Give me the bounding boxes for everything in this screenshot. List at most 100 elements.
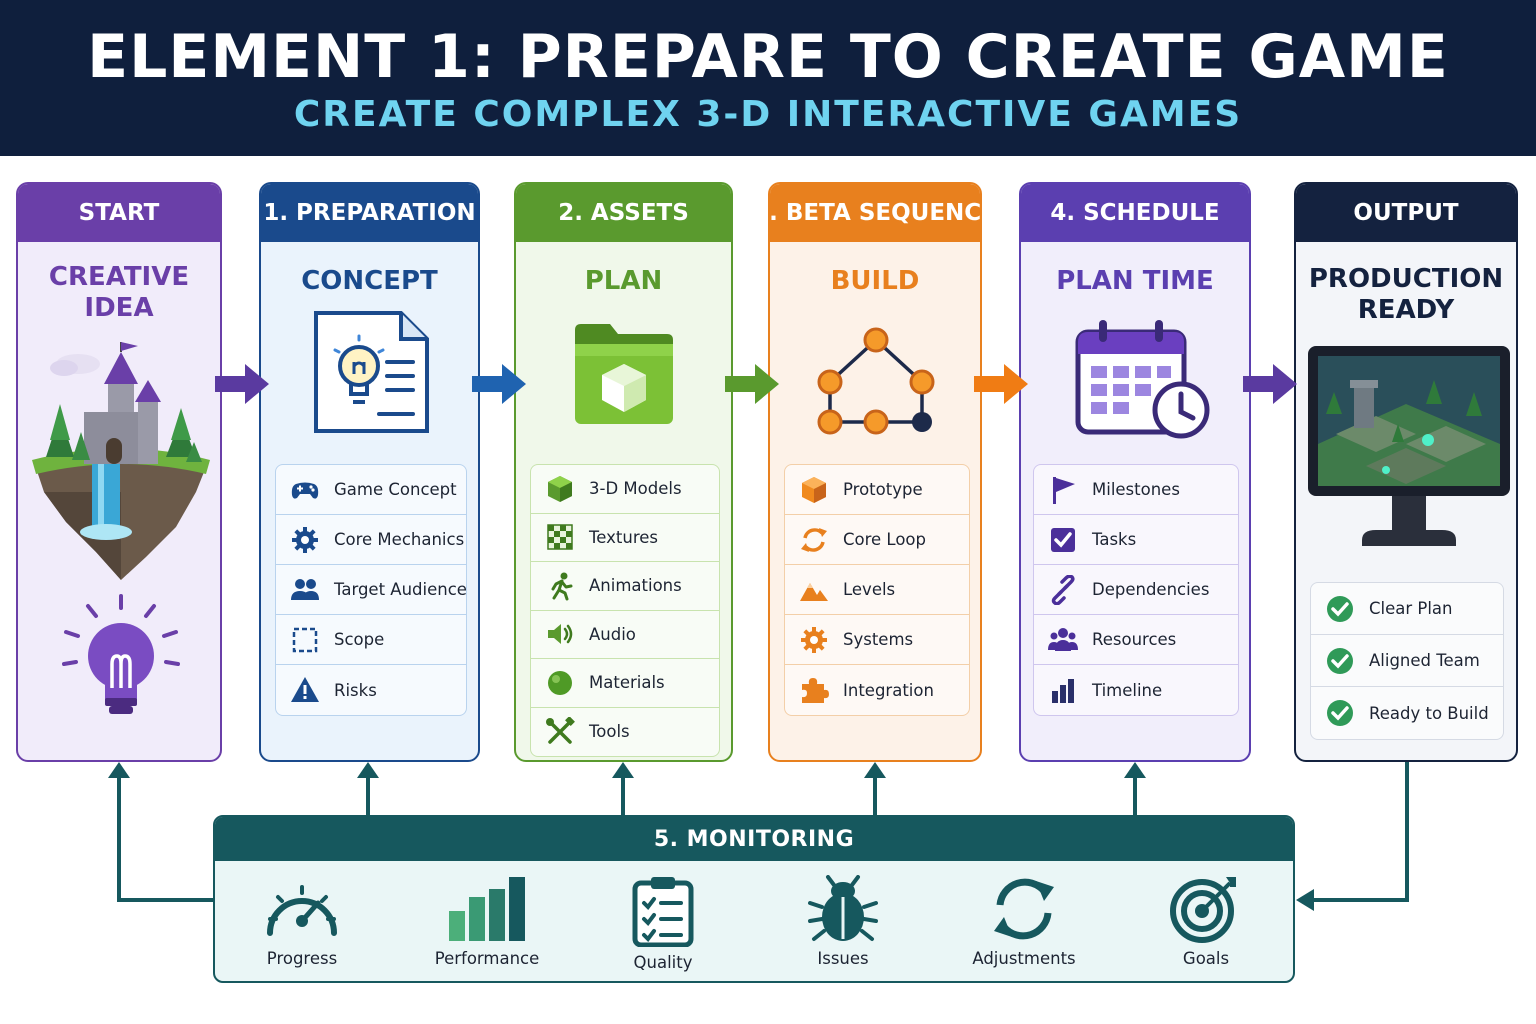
puzzle-icon [799, 675, 829, 705]
column-start: START CREATIVE IDEA [16, 182, 222, 762]
list-item-label: Target Audience [334, 580, 467, 599]
monitoring-header: 5. MONITORING [215, 817, 1293, 861]
list-item: Integration [785, 665, 969, 715]
list-item: Game Concept [276, 465, 466, 515]
loop-icon [799, 525, 829, 555]
bar-chart-icon [1048, 675, 1078, 705]
monitoring-item-goals: Goals [1121, 875, 1291, 968]
users-icon [290, 575, 320, 605]
list-item-label: Aligned Team [1369, 651, 1480, 670]
list-item-label: Integration [843, 680, 934, 700]
node-graph-icon [817, 327, 935, 435]
gamepad-icon [290, 475, 320, 505]
column-header: 2. ASSETS [516, 184, 731, 242]
list-item: Animations [531, 562, 719, 611]
gear-icon [290, 525, 320, 555]
list-item: Levels [785, 565, 969, 615]
monitoring-item-adjustments: Adjustments [939, 875, 1109, 968]
column-header: START [18, 184, 220, 242]
monitoring-label: Adjustments [972, 949, 1076, 968]
arrow-right-icon [1243, 364, 1297, 404]
monitoring-label: Issues [817, 949, 869, 968]
list-item: Clear Plan [1311, 583, 1503, 635]
list-item-label: Textures [589, 527, 658, 547]
clipboard-icon [632, 877, 694, 947]
list-item-label: Tools [589, 722, 630, 742]
monitoring-item-performance: Performance [402, 875, 572, 968]
arrow-right-icon [974, 364, 1028, 404]
cube-icon [545, 474, 575, 504]
monitoring-label: Progress [266, 949, 338, 968]
page-title: ELEMENT 1: PREPARE TO CREATE GAME [87, 22, 1449, 92]
running-icon [545, 571, 575, 601]
checker-icon [545, 522, 575, 552]
list-item: Systems [785, 615, 969, 665]
check-circle-icon [1325, 594, 1355, 624]
list-item: Risks [276, 665, 466, 715]
arrow-right-icon [472, 364, 526, 404]
list-item-label: Levels [843, 580, 896, 599]
checkbox-icon [1048, 525, 1078, 555]
column-header: 1. PREPARATION [261, 184, 478, 242]
monitoring-item-quality: Quality [578, 875, 748, 972]
column-header: 3. BETA SEQUENCE [770, 184, 980, 242]
list-item-label: Resources [1092, 630, 1177, 649]
list-item-label: Materials [589, 673, 665, 693]
calendar-clock-icon [1075, 320, 1210, 439]
list-item-label: 3-D Models [589, 479, 682, 499]
list-item-label: Animations [589, 576, 682, 596]
list-item: Materials [531, 659, 719, 708]
list-item-label: Game Concept [334, 480, 457, 499]
list-item: Tasks [1034, 515, 1238, 565]
list-item: 3-D Models [531, 465, 719, 514]
gear-icon [799, 625, 829, 655]
refresh-icon [994, 878, 1054, 940]
bug-icon [808, 875, 878, 941]
list-item-label: Systems [843, 630, 914, 649]
gauge-icon [267, 885, 337, 936]
monitoring-label: Quality [633, 953, 693, 972]
column-title: PRODUCTION READY [1308, 264, 1504, 325]
arrow-right-icon [725, 364, 779, 404]
check-circle-icon [1325, 698, 1355, 728]
list-item: Tools [531, 708, 719, 757]
column-title: CONCEPT [301, 266, 438, 296]
list-item-label: Core Loop [843, 530, 926, 549]
monitoring-label: Performance [434, 949, 540, 968]
page-subtitle: CREATE COMPLEX 3-D INTERACTIVE GAMES [293, 94, 1243, 135]
flag-icon [1048, 475, 1078, 505]
header-banner: ELEMENT 1: PREPARE TO CREATE GAME CREATE… [0, 0, 1536, 156]
column-title: PLAN TIME [1056, 266, 1214, 296]
list-item: Timeline [1034, 665, 1238, 715]
floating-island-castle-icon [32, 342, 210, 580]
list-item: Resources [1034, 615, 1238, 665]
list-item-label: Timeline [1092, 680, 1163, 700]
list-item-label: Ready to Build [1369, 703, 1489, 723]
column-header: 4. SCHEDULE [1021, 184, 1249, 242]
column-title: PLAN [584, 266, 663, 296]
column-title: BUILD [830, 266, 920, 296]
target-icon [1170, 877, 1236, 943]
arrow-right-icon [215, 364, 269, 404]
team-icon [1048, 625, 1078, 655]
column-header: OUTPUT [1296, 184, 1516, 242]
concept-document-icon [314, 311, 429, 433]
list-item-label: Risks [334, 680, 377, 700]
lightbulb-icon [62, 594, 180, 714]
list-item-label: Dependencies [1092, 580, 1210, 599]
list-item-label: Audio [589, 624, 636, 644]
list-item: Prototype [785, 465, 969, 515]
monitoring-panel: 5. MONITORING Progress Performance [213, 815, 1295, 983]
list-item: Milestones [1034, 465, 1238, 515]
list-item: Textures [531, 514, 719, 562]
link-icon [1048, 574, 1078, 605]
monitor-game-scene-icon [1308, 346, 1510, 546]
